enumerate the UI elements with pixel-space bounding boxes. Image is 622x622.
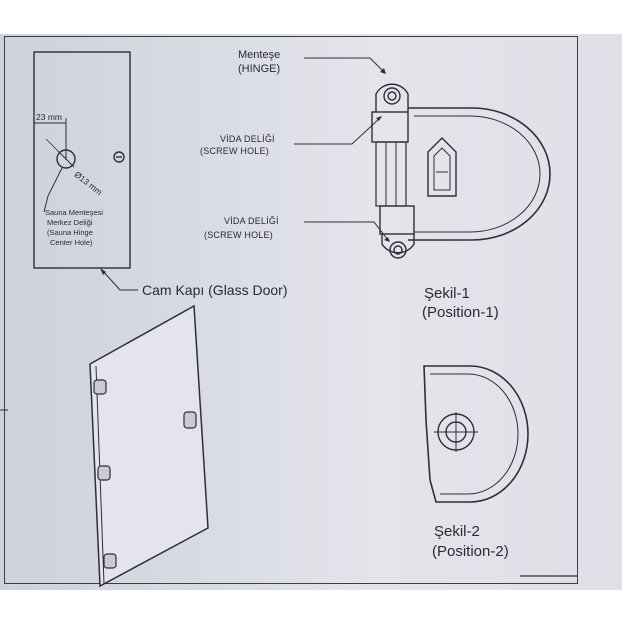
screw-hole-2-label-en: (SCREW HOLE) — [204, 230, 273, 240]
dim-23mm-label: 23 mm — [36, 112, 62, 122]
glass-door-outline — [33, 51, 131, 269]
figure-2-subtitle: (Position-2) — [432, 543, 509, 560]
screw-hole-leader-1 — [294, 117, 381, 145]
center-hole-label-line4: Center Hole) — [50, 238, 93, 247]
glass-door-leader — [101, 269, 138, 291]
figure-1-title: Şekil-1 — [424, 285, 470, 302]
screw-hole-leader-2 — [304, 221, 389, 241]
center-hole — [56, 149, 76, 169]
figure-1-subtitle: (Position-1) — [422, 304, 499, 321]
center-hole-label-line1: Sauna Menteşesi — [45, 208, 103, 217]
screw-hole-1-label-en: (SCREW HOLE) — [200, 146, 269, 156]
hinge-position-1 — [371, 83, 551, 259]
glass-door-3d — [89, 304, 209, 588]
drawing-frame — [4, 36, 578, 584]
hinge-position-2 — [423, 365, 529, 503]
center-hole-label-line2: Merkez Deliği — [47, 218, 93, 227]
screw-hole-1-label-tr: VİDA DELİĞİ — [220, 134, 275, 144]
screw-hole-2-label-tr: VİDA DELİĞİ — [224, 216, 279, 226]
glass-door-label: Cam Kapı (Glass Door) — [142, 282, 288, 298]
hinge-label-en: (HINGE) — [238, 63, 281, 75]
center-hole-label-line3: (Sauna Hinge — [47, 228, 93, 237]
hinge-label-tr: Menteşe — [238, 49, 281, 61]
minus-symbol — [113, 151, 125, 163]
figure-2-title: Şekil-2 — [434, 523, 480, 540]
hinge-leader — [304, 57, 385, 73]
